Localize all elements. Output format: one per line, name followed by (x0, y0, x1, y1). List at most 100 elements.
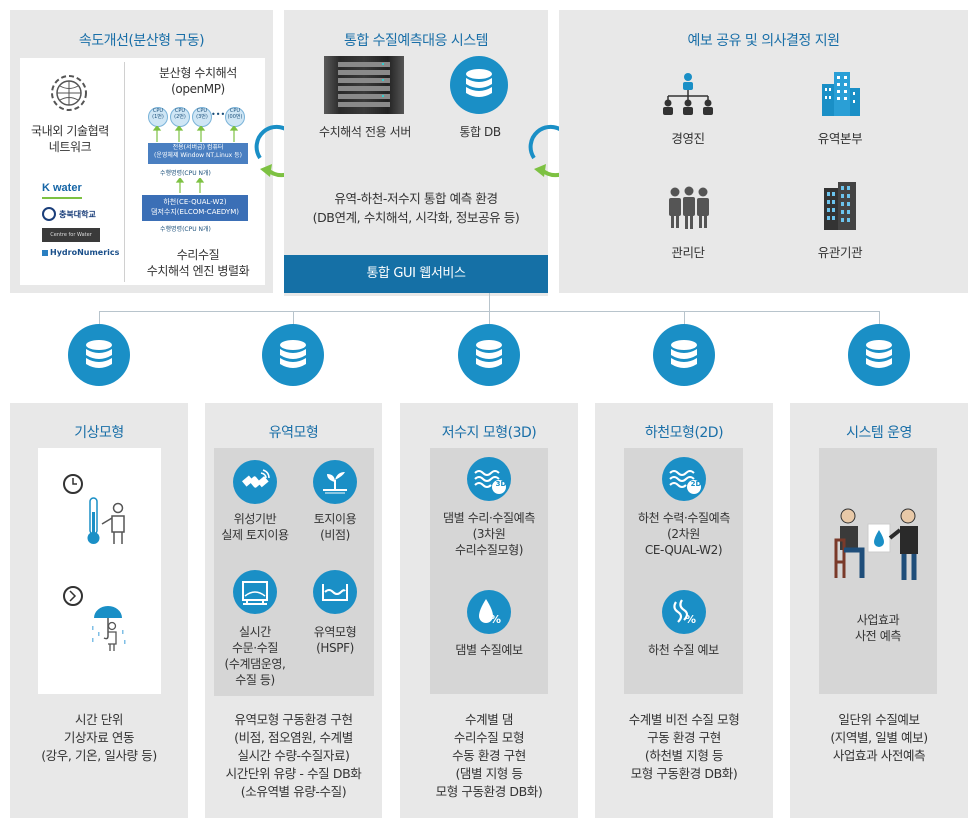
operation-item-1: 사업효과 (819, 612, 937, 628)
realtime-label-2: 수문·수질 (220, 640, 290, 656)
database-icon-reservoir (458, 324, 520, 386)
reservoir-item-2: 댐별 수질예보 (430, 642, 548, 658)
operation-desc-1: 일단위 수질예보 (790, 711, 968, 729)
weather-desc-3: (강우, 기온, 일사량 등) (10, 747, 188, 765)
server-rack-image (324, 56, 404, 114)
database-icon-river (653, 324, 715, 386)
office-tower-icon (822, 180, 860, 230)
integrated-system-title: 통합 수질예측대응 시스템 (284, 30, 548, 50)
cooperation-label-1: 국내외 기술협력 (20, 123, 120, 139)
landuse-label-2: (비점) (300, 527, 370, 543)
weather-model-title: 기상모형 (10, 422, 188, 442)
command-label-1: 수행명령(CPU N개) (160, 168, 211, 177)
land-sprout-icon (313, 460, 357, 504)
river-desc-2: 구동 환경 구현 (595, 729, 773, 747)
command-arrows-1 (160, 178, 240, 194)
watershed-desc-3: 실시간 수량-수질자료) (205, 747, 382, 765)
system-operation-title: 시스템 운영 (790, 422, 968, 442)
cwr-logo: Centre for Water Research (42, 228, 100, 242)
river-badge: 2D (688, 480, 704, 488)
model-engine-bar: 하천(CE-QUAL-W2)댐저수지(ELCOM-CAEDYM) (142, 195, 248, 221)
watershed-desc-4: 시간단위 유량 - 수질 DB화 (205, 765, 382, 783)
reservoir-desc-4: (댐별 지형 등 (400, 765, 578, 783)
chungbuk-logo-text: 충북대학교 (59, 209, 96, 220)
globe-gear-icon (48, 72, 90, 114)
reservoir-desc-2: 수리수질 모형 (400, 729, 578, 747)
connector-trunk (489, 293, 490, 311)
flow-percent-icon: % (662, 590, 706, 634)
realtime-label-3: (수계댐운영, (215, 656, 295, 672)
river-item-1a: 하천 수력·수질예측 (620, 510, 748, 526)
cooperation-label-2: 네트워크 (20, 139, 120, 155)
river-desc-4: 모형 구동환경 DB화) (595, 765, 773, 783)
clock-icon-1 (62, 473, 84, 495)
realtime-label-4: 수질 등) (220, 672, 290, 688)
cpu-1: CPU(1번) (148, 107, 168, 127)
water-wave-3d-icon (467, 457, 511, 501)
gui-webservice-label: 통합 GUI 웹서비스 (284, 266, 548, 282)
cpu-n: CPU(00번) (225, 107, 245, 127)
team-people-icon (665, 186, 713, 230)
server-label: 수치해석 전용 서버 (300, 124, 430, 140)
river-desc-1: 수계별 비전 수질 모형 (595, 711, 773, 729)
org-chart-icon (660, 72, 716, 116)
env-text-2: (DB연계, 수치해석, 시각화, 정보공유 등) (284, 209, 548, 227)
engine-label-1: 수리수질 (135, 247, 261, 263)
watershed-desc-5: (소유역별 유량-수질) (205, 783, 382, 801)
river-item-1c: CE-QUAL-W2) (624, 542, 743, 558)
forecast-sharing-panel: 예보 공유 및 의사결정 지원 (559, 10, 968, 293)
parallel-title-2: (openMP) (135, 81, 261, 97)
svg-text:%: % (685, 613, 696, 626)
realtime-monitor-icon (233, 570, 277, 614)
watershed-model-title: 유역모형 (205, 422, 382, 442)
panel-divider (124, 62, 125, 282)
operation-desc-3: 사업효과 사전예측 (790, 747, 968, 765)
operation-item-2: 사전 예측 (819, 628, 937, 644)
clock-icon-2 (62, 585, 84, 607)
regional-hq-label: 유역본부 (800, 131, 880, 147)
reservoir-item-1a: 댐별 수리·수질예측 (430, 510, 548, 526)
basin-wave-icon (313, 570, 357, 614)
satellite-label-2: 실제 토지이용 (215, 527, 295, 543)
operation-desc-2: (지역별, 일별 예보) (790, 729, 968, 747)
reservoir-desc-1: 수계별 댐 (400, 711, 578, 729)
river-item-2: 하천 수질 예보 (624, 642, 743, 658)
realtime-label-1: 실시간 (220, 624, 290, 640)
river-model-title: 하천모형(2D) (595, 422, 773, 442)
hydronumerics-logo-text: HydroNumerics (50, 248, 119, 257)
svg-text:%: % (490, 613, 501, 626)
chungbuk-logo: 충북대학교 (42, 207, 96, 221)
satellite-icon (233, 460, 277, 504)
env-text-1: 유역-하천-저수지 통합 예측 환경 (284, 190, 548, 208)
hspf-label-2: (HSPF) (300, 640, 370, 656)
database-icon-operation (848, 324, 910, 386)
kwater-logo: K water (42, 182, 82, 194)
building-icon (820, 70, 862, 116)
weather-model-content (38, 448, 161, 694)
integrated-system-panel: 통합 수질예측대응 시스템 (284, 10, 548, 296)
management-label: 관리단 (648, 245, 728, 261)
weather-desc-1: 시간 단위 (10, 711, 188, 729)
river-desc-3: (하천별 지형 등 (595, 747, 773, 765)
satellite-label-1: 위성기반 (220, 511, 290, 527)
reservoir-model-title: 저수지 모형(3D) (400, 422, 578, 442)
weather-desc-2: 기상자료 연동 (10, 729, 188, 747)
reservoir-item-1b: (3차원 (430, 526, 548, 542)
watershed-desc-1: 유역모형 구동환경 구현 (205, 711, 382, 729)
reservoir-badge: 3D (493, 480, 509, 488)
reservoir-item-1c: 수리수질모형) (430, 542, 548, 558)
hydronumerics-logo: HydroNumerics (42, 248, 119, 257)
water-drop-percent-icon: % (467, 590, 511, 634)
umbrella-rain-icon (88, 602, 128, 652)
river-item-1b: (2차원 (624, 526, 743, 542)
related-agencies-label: 유관기관 (800, 245, 880, 261)
water-wave-2d-icon (662, 457, 706, 501)
hspf-label-1: 유역모형 (300, 624, 370, 640)
database-icon-weather (68, 324, 130, 386)
command-label-2: 수행명령(CPU N개) (160, 224, 211, 233)
cpu-3: CPU(3번) (192, 107, 212, 127)
thermometer-person-icon (86, 496, 132, 546)
forecast-sharing-title: 예보 공유 및 의사결정 지원 (559, 30, 968, 50)
engine-label-2: 수치해석 엔진 병렬화 (135, 263, 261, 279)
cpu-2: CPU(2번) (170, 107, 190, 127)
